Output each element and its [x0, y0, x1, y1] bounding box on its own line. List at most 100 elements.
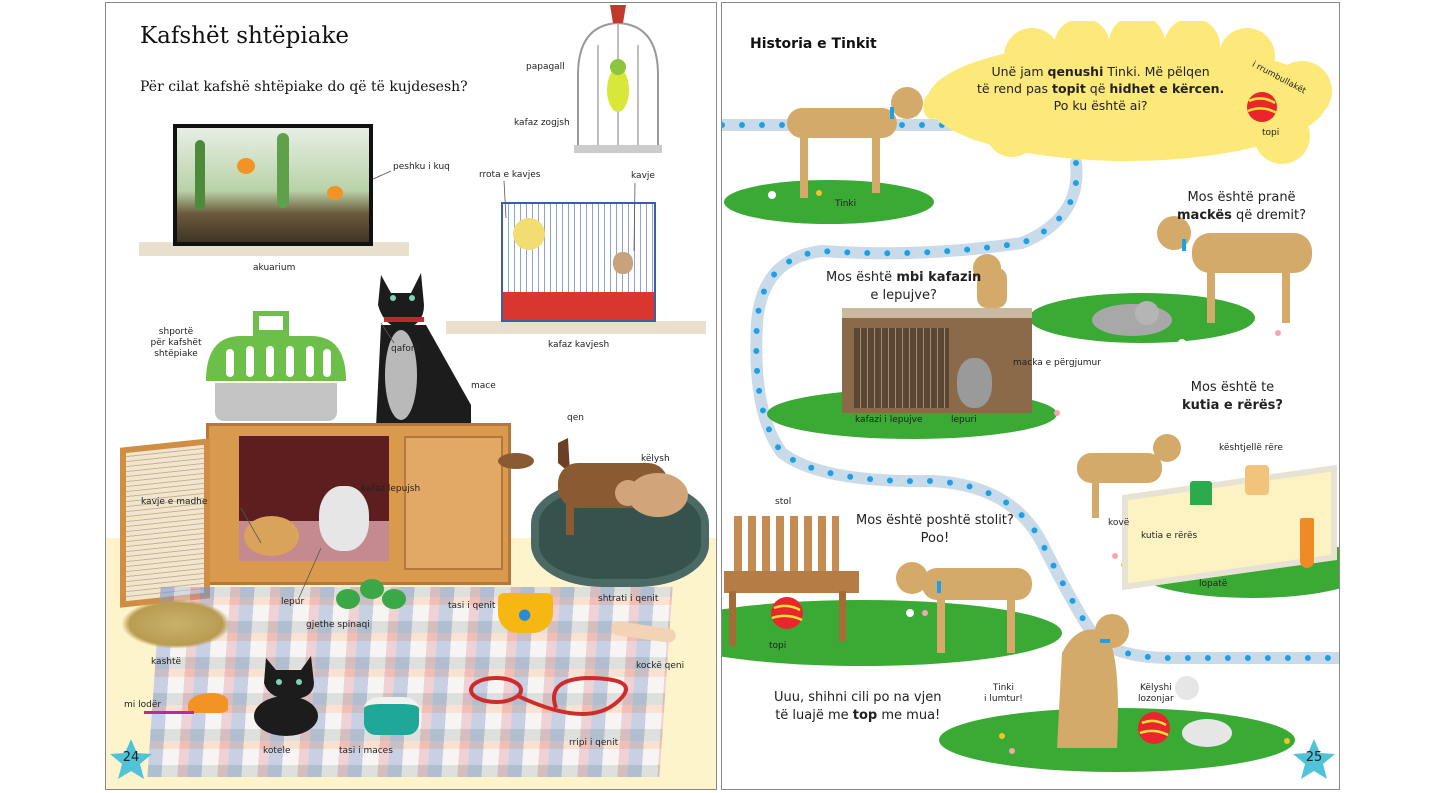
cat-illustration: [376, 273, 471, 427]
bird-cage-illustration: [574, 5, 662, 153]
label-spinach: gjethe spinaqi: [306, 620, 370, 630]
thought-cloud: [923, 21, 1332, 164]
label-dog-bowl: tasi i qenit: [448, 601, 496, 611]
label-pet-carrier-line1: shportë: [158, 327, 194, 337]
tinki-dogs: [771, 87, 1312, 748]
label-sleepy-cat: macka e përgjumur: [1013, 358, 1101, 368]
dogs-illustration: [498, 438, 688, 535]
label-cat: mace: [471, 381, 496, 391]
label-happy-tinki: Tinki i lumtur!: [984, 683, 1023, 705]
page-number: 24: [122, 750, 140, 765]
label-dog-bed: shtrati i qenit: [598, 594, 659, 604]
ending-line1: Uuu, shihni cili po na vjen: [774, 690, 942, 705]
question-cat: Mos është pranë mackës që dremit?: [1177, 189, 1306, 224]
label-sandcastle: kështjellë rëre: [1219, 443, 1283, 453]
cloud-text-1a: Unë jam: [991, 64, 1048, 79]
label-playful-puppy-line1: Këlyshi: [1139, 683, 1172, 693]
label-playful-puppy-line2: lozonjar: [1138, 693, 1174, 704]
question-sandbox-line1: Mos është te: [1190, 380, 1275, 395]
label-toy-mouse: mi lodër: [124, 700, 162, 710]
bench: [724, 506, 859, 646]
hamster-cage-illustration: [501, 202, 656, 322]
bucket: [1190, 481, 1212, 505]
page-title: Kafshët shtëpiake: [140, 23, 349, 49]
label-sandbox: kutia e rërës: [1141, 531, 1198, 541]
rabbit-hutch-illustration: [206, 423, 511, 585]
ending-line2a: të luajë me: [775, 707, 853, 723]
cloud-text-1b: qenushi: [1047, 64, 1104, 79]
label-kitten: kotele: [263, 746, 291, 756]
question-hutch-line2: e lepujve?: [870, 287, 937, 303]
label-bone: kockë qeni: [636, 661, 685, 671]
label-rabbit: lepur: [281, 597, 305, 607]
question-cat-line1: Mos është pranë: [1187, 190, 1296, 205]
label-rabbit: lepuri: [951, 415, 977, 425]
cloud-text-3: Po ku është ai?: [1053, 97, 1148, 113]
page-number-star: 25: [1292, 738, 1336, 780]
label-ball: topi: [769, 641, 787, 651]
cat-bowl: [364, 697, 419, 735]
cloud-text-1c: Tinki. Më pëlqen: [1103, 64, 1210, 79]
label-happy-tinki-line2: i lumtur!: [984, 693, 1023, 704]
label-hamster-wheel: rrota e kavjes: [479, 170, 541, 180]
hay: [121, 599, 231, 649]
page-number-star: 24: [109, 738, 153, 780]
label-cat-bowl: tasi i maces: [339, 746, 393, 756]
question-cat-line2: që dremit?: [1231, 207, 1306, 223]
label-aquarium: akuarium: [253, 263, 296, 273]
page-number: 25: [1305, 750, 1323, 765]
question-bench-line2: Poo!: [920, 530, 950, 546]
cloud-text-2a: të rend pas: [977, 80, 1053, 96]
pet-carrier-illustration: [206, 311, 346, 421]
label-puppy: këlysh: [641, 454, 670, 464]
shovel: [1300, 518, 1314, 568]
question-cat-bold: mackës: [1177, 207, 1232, 223]
question-bench: Mos është poshtë stolit? Poo!: [856, 512, 1014, 547]
dog-leash-illustration: [469, 675, 628, 716]
label-happy-tinki-line1: Tinki: [992, 683, 1014, 693]
cloud-text-2b: topit: [1052, 80, 1086, 96]
question-sandbox-line2: kutia e rërës?: [1182, 397, 1283, 413]
label-leash: rripi i qenit: [569, 738, 619, 748]
label-pet-carrier-line3: shtëpiake: [154, 348, 198, 359]
label-tinki: Tinki: [835, 199, 857, 209]
label-playful-puppy: Këlyshi lozonjar: [1138, 683, 1174, 705]
label-hay: kashtë: [151, 657, 182, 667]
question-hutch-bold: mbi kafazin: [896, 270, 982, 285]
leader-lines: [240, 170, 636, 601]
label-bucket: kovë: [1108, 518, 1130, 528]
label-bird-cage: kafaz zogjsh: [514, 118, 570, 128]
label-shovel: lopatë: [1199, 579, 1228, 589]
question-hutch-line1: Mos është: [826, 270, 897, 285]
label-rabbit-hutch: kafazi i lepujve: [855, 415, 923, 425]
star-icon: [1293, 739, 1335, 779]
toy-mouse-tail: [144, 711, 194, 714]
label-collar: qafore: [391, 344, 420, 354]
label-pet-carrier-line2: për kafshët: [150, 337, 202, 348]
paw-icon: ●: [518, 605, 532, 623]
question-sandbox: Mos është te kutia e rërës?: [1182, 379, 1283, 414]
label-dog: qen: [567, 413, 584, 423]
dog-bowl: ●: [498, 593, 553, 633]
cloud-text: Unë jam qenushi Tinki. Më pëlqen të rend…: [977, 64, 1224, 115]
rabbit-hutch-photo: [842, 308, 1032, 413]
ending-line2c: me mua!: [877, 707, 941, 723]
cloud-text-2d: hidhet e kërcen.: [1109, 80, 1225, 96]
ending-text: Uuu, shihni cili po na vjen të luajë me …: [774, 689, 941, 724]
spinach-leaves: [336, 579, 416, 609]
label-parrot: papagall: [526, 62, 565, 72]
label-rabbit-hutch: kafaz lepujsh: [361, 484, 421, 494]
cloud-text-2c: që: [1085, 80, 1110, 96]
label-pet-carrier: shportë për kafshët shtëpiake: [146, 327, 206, 359]
label-hamster: kavje: [631, 171, 655, 181]
label-goldfish: peshku i kuq: [393, 162, 450, 172]
label-guinea-pig: kavje e madhe: [141, 497, 208, 507]
story-title: Historia e Tinkit: [750, 36, 877, 52]
sandcastle: [1245, 465, 1269, 495]
aquarium-tank: [173, 124, 373, 246]
toy-mouse: [188, 693, 228, 713]
question-bench-line1: Mos është poshtë stolit?: [856, 513, 1014, 528]
kitten-illustration: [254, 656, 318, 736]
question-hutch: Mos është mbi kafazin e lepujve?: [826, 269, 981, 304]
label-ball-cloud: topi: [1262, 128, 1280, 138]
